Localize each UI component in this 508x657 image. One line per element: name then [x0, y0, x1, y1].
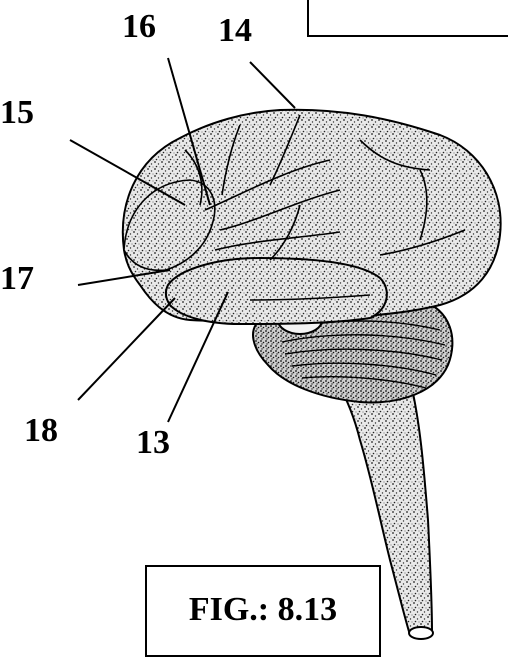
label-15: 15	[0, 96, 34, 130]
leader-line-18	[78, 298, 175, 400]
label-16: 16	[122, 10, 156, 44]
leader-line-14	[250, 62, 295, 108]
spinal-cord-end	[409, 627, 433, 639]
label-13: 13	[136, 426, 170, 460]
figure-caption-box: FIG.: 8.13	[145, 565, 381, 657]
temporal-lobe	[166, 258, 387, 324]
figure-caption: FIG.: 8.13	[147, 591, 379, 629]
label-18: 18	[24, 414, 58, 448]
label-14: 14	[218, 14, 252, 48]
label-17: 17	[0, 262, 34, 296]
